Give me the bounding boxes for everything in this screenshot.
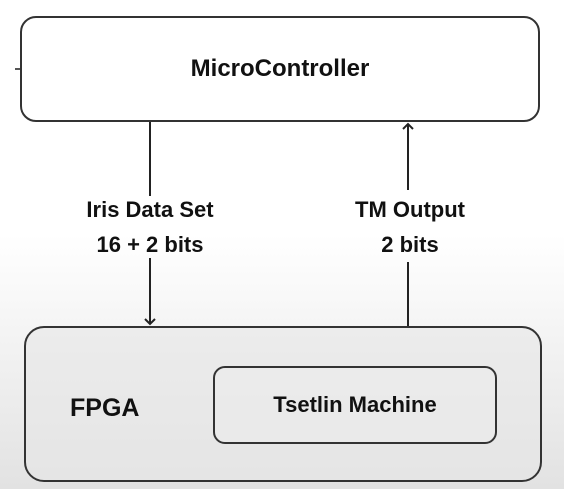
output-edge-label-line2: 2 bits: [381, 232, 439, 257]
input-edge-label-line1: Iris Data Set: [86, 197, 214, 222]
edge-tick-mark: [15, 68, 21, 70]
microcontroller-label: MicroController: [190, 55, 370, 82]
tsetlin-machine-box: [213, 366, 497, 444]
output-edge-label-line1: TM Output: [355, 197, 465, 222]
input-edge-label: Iris Data Set 16 + 2 bits: [30, 192, 270, 262]
tsetlin-machine-label: Tsetlin Machine: [273, 392, 437, 417]
fpga-label: FPGA: [70, 394, 140, 422]
output-edge-label: TM Output 2 bits: [290, 192, 530, 262]
input-edge-label-line2: 16 + 2 bits: [96, 232, 204, 257]
microcontroller-box: [20, 16, 540, 122]
